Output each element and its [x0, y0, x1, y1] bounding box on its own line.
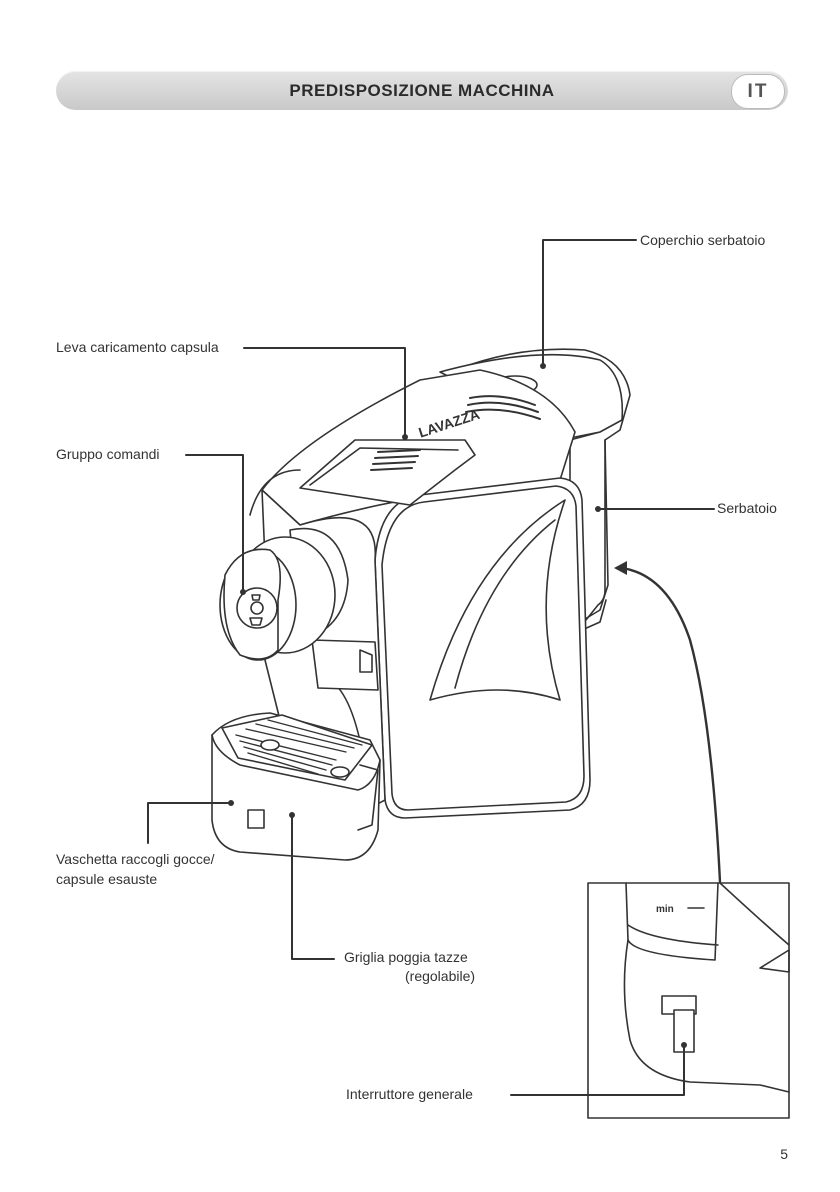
drip-tray — [212, 713, 380, 860]
label-capsule-lever: Leva caricamento capsula — [56, 338, 219, 357]
label-main-switch: Interruttore generale — [346, 1085, 473, 1104]
min-level-mark: min — [656, 904, 674, 915]
inset-detail: min — [588, 883, 789, 1118]
label-control-group: Gruppo comandi — [56, 445, 160, 464]
power-button-icon — [251, 602, 263, 614]
label-drip-tray-line1: Vaschetta raccogli gocce/ — [56, 850, 215, 869]
label-cup-grid-line1: Griglia poggia tazze — [344, 948, 468, 967]
arrow-head-icon — [614, 561, 627, 575]
label-tank: Serbatoio — [717, 499, 777, 518]
label-cup-grid-line2: (regolabile) — [405, 967, 475, 986]
page-number: 5 — [780, 1146, 788, 1162]
label-tank-cover: Coperchio serbatoio — [640, 231, 765, 250]
label-drip-tray-line2: capsule esauste — [56, 870, 157, 889]
